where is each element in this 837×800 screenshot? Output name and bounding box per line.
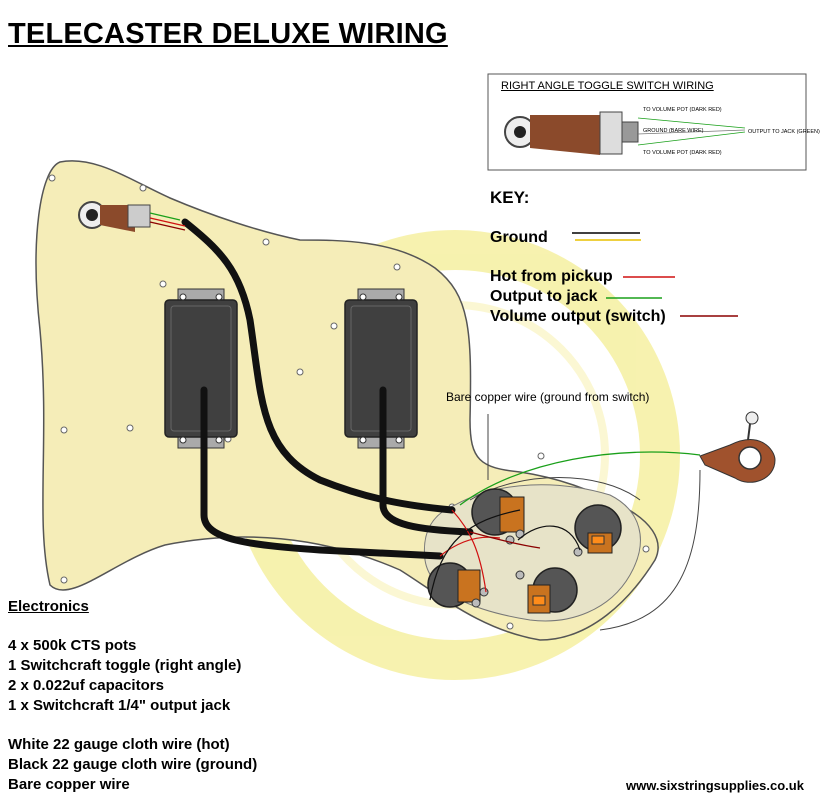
jack-output-wire — [459, 451, 701, 506]
wire-item: Black 22 gauge cloth wire (ground) — [8, 756, 258, 773]
key-ground: Ground — [490, 229, 548, 246]
inset-label-bottom: TO VOLUME POT (DARK RED) — [643, 150, 722, 156]
toggle-inset — [487, 73, 807, 171]
page-title: TELECASTER DELUXE WIRING — [8, 18, 448, 50]
inset-label-right: OUTPUT TO JACK (GREEN) — [748, 129, 820, 135]
toggle-switch — [78, 201, 186, 232]
output-jack — [699, 411, 776, 483]
inset-label-top: TO VOLUME POT (DARK RED) — [643, 107, 722, 113]
inset-title: RIGHT ANGLE TOGGLE SWITCH WIRING — [501, 80, 714, 92]
website-url: www.sixstringsupplies.co.uk — [626, 778, 804, 793]
part-item: 1 x Switchcraft 1/4" output jack — [8, 697, 231, 714]
key-hot: Hot from pickup — [490, 268, 613, 285]
wire-item: Bare copper wire — [8, 776, 130, 793]
pot-neck-tone — [427, 562, 489, 608]
pickup-cables — [181, 218, 474, 560]
part-item: 2 x 0.022uf capacitors — [8, 677, 164, 694]
inset-label-middle: GROUND (BARE WIRE) — [643, 128, 704, 134]
electronics-heading: Electronics — [8, 598, 89, 615]
wire-item: White 22 gauge cloth wire (hot) — [8, 736, 230, 753]
part-item: 4 x 500k CTS pots — [8, 637, 137, 654]
key-swatches — [572, 232, 738, 317]
key-volume: Volume output (switch) — [490, 308, 666, 325]
part-item: 1 Switchcraft toggle (right angle) — [8, 657, 242, 674]
control-wiring — [429, 509, 581, 601]
key-title: KEY: — [490, 188, 530, 207]
key-output: Output to jack — [490, 288, 598, 305]
bare-wire-label: Bare copper wire (ground from switch) — [446, 390, 650, 404]
pot-bridge-tone — [515, 567, 578, 614]
neck-pickup — [164, 288, 238, 449]
